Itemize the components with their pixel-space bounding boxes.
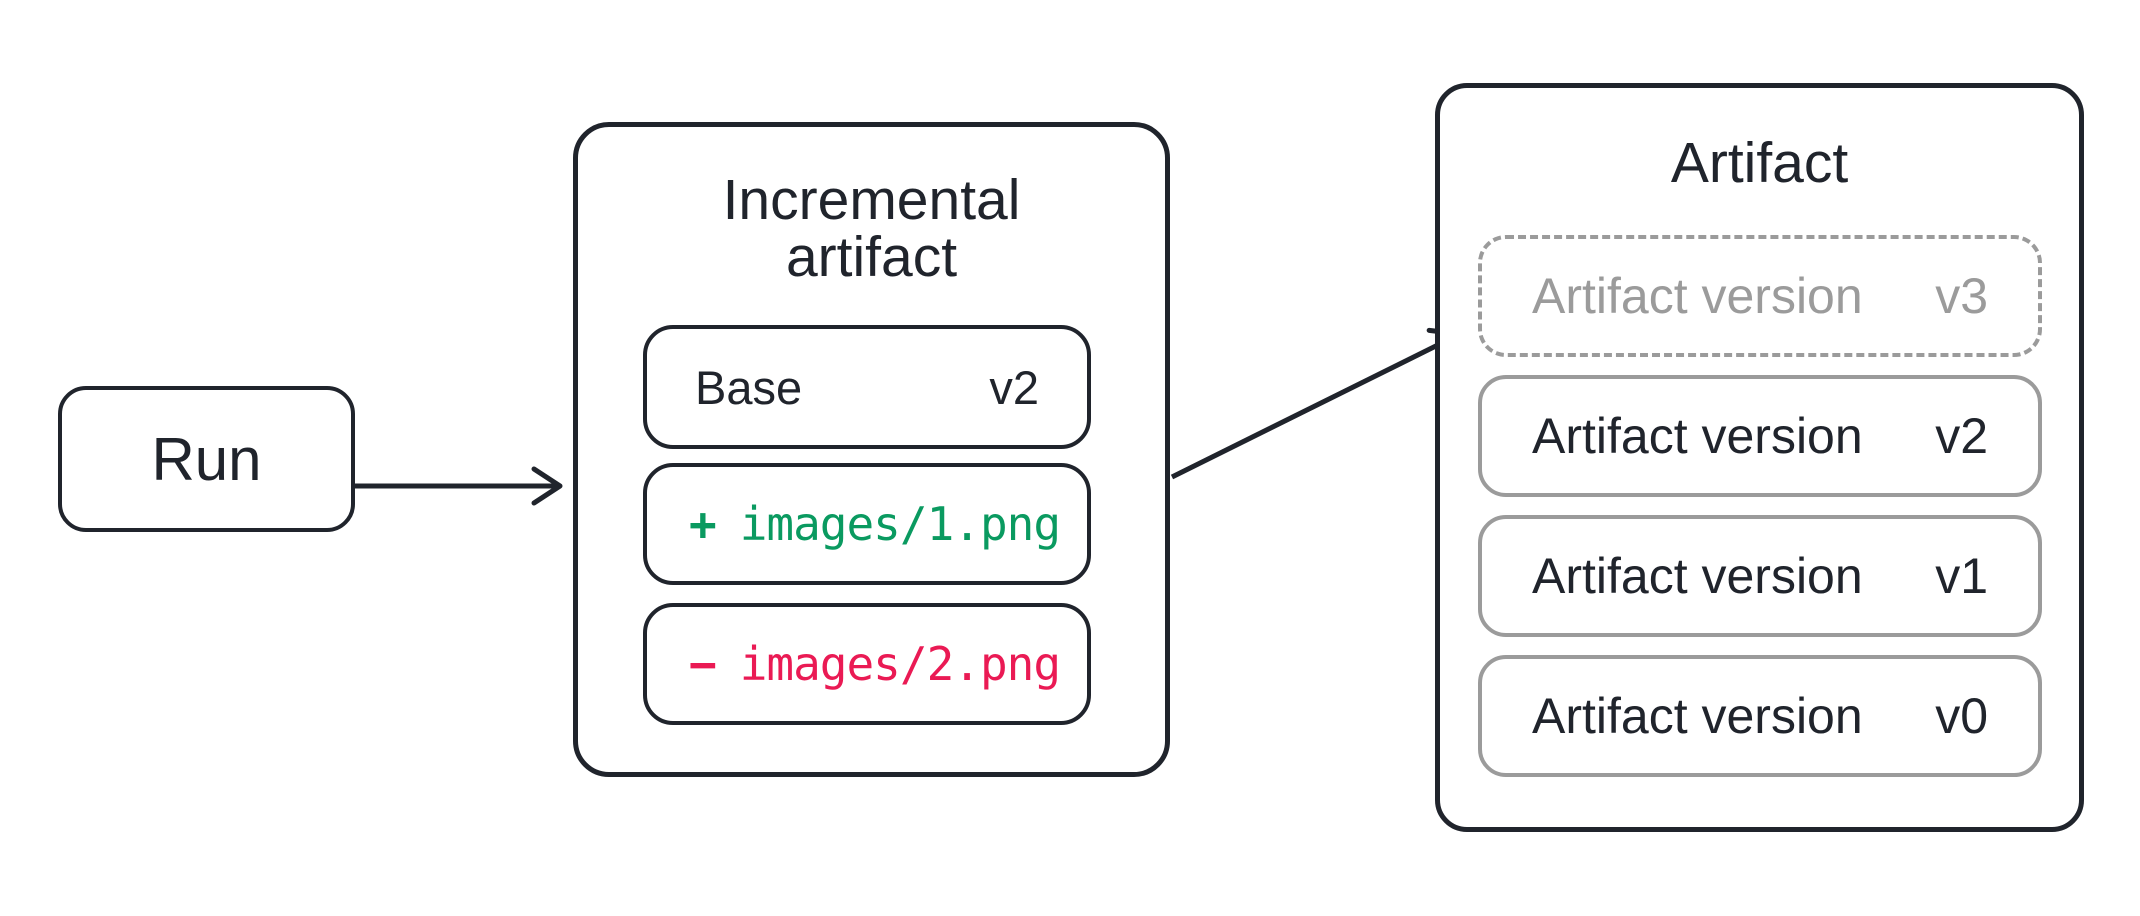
artifact-version-badge: v2	[1935, 408, 1988, 464]
artifact-version-badge: v1	[1935, 548, 1988, 604]
artifact-version-badge: v0	[1935, 688, 1988, 744]
base-version-badge: v2	[989, 360, 1039, 414]
incremental-artifact-title-line1: Incremental	[722, 168, 1021, 232]
base-version-row: Base v2	[643, 325, 1091, 449]
artifact-version-row-pending: Artifact version v3	[1478, 235, 2042, 357]
artifact-title: Artifact	[1670, 131, 1849, 195]
minus-icon: −	[689, 637, 717, 691]
incremental-artifact-node: Incremental artifact Base v2 + images/1.…	[573, 122, 1170, 777]
plus-icon: +	[689, 497, 717, 551]
artifact-version-row: Artifact version v0	[1478, 655, 2042, 777]
artifact-version-label: Artifact version	[1532, 688, 1863, 744]
incremental-artifact-title-line2: artifact	[785, 225, 958, 289]
artifact-version-label: Artifact version	[1532, 408, 1863, 464]
artifact-version-label: Artifact version	[1532, 268, 1863, 324]
added-file-row: + images/1.png	[643, 463, 1091, 585]
base-label: Base	[695, 360, 803, 414]
artifact-version-label: Artifact version	[1532, 548, 1863, 604]
artifact-version-row: Artifact version v1	[1478, 515, 2042, 637]
incremental-artifact-title: Incremental artifact	[578, 127, 1165, 286]
arrow-incremental-artifact-to-artifact	[1170, 327, 1463, 480]
removed-file-path: images/2.png	[739, 637, 1061, 691]
artifact-version-badge: v3	[1935, 268, 1988, 324]
added-file-path: images/1.png	[739, 497, 1061, 551]
artifact-version-row: Artifact version v2	[1478, 375, 2042, 497]
artifact-node: Artifact Artifact version v3 Artifact ve…	[1435, 83, 2084, 832]
run-label: Run	[151, 425, 262, 493]
run-node: Run	[58, 386, 355, 532]
removed-file-row: − images/2.png	[643, 603, 1091, 725]
